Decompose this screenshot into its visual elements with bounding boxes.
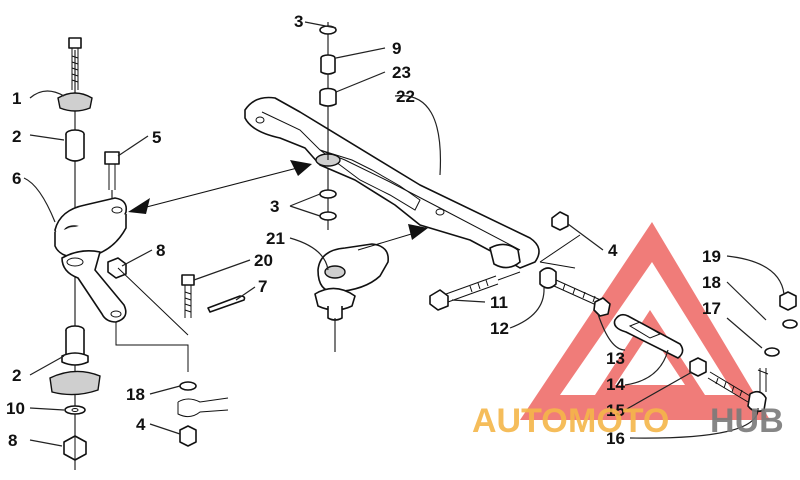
callout-23: 23 bbox=[392, 63, 411, 82]
cushion-lower bbox=[49, 370, 101, 396]
callout-11: 11 bbox=[490, 293, 508, 312]
cotter-pin-7 bbox=[207, 295, 246, 313]
watermark-hub: HUB bbox=[710, 402, 784, 440]
callout-20: 20 bbox=[254, 251, 273, 270]
cushion-1 bbox=[57, 92, 93, 112]
jam-nut-12 bbox=[593, 297, 611, 317]
nut-19 bbox=[779, 291, 797, 311]
washer-10 bbox=[64, 405, 86, 415]
washer-3b bbox=[319, 211, 337, 221]
callout-10: 10 bbox=[6, 399, 25, 418]
stud-17 bbox=[757, 368, 769, 392]
rod-end-16 bbox=[747, 390, 767, 413]
callout-4-left: 4 bbox=[136, 415, 146, 434]
callout-18-right: 18 bbox=[702, 273, 721, 292]
left-bracket-assembly bbox=[49, 37, 189, 470]
bushing-2-bottom bbox=[61, 325, 89, 366]
callout-3-mid: 3 bbox=[270, 197, 279, 216]
callout-16: 16 bbox=[606, 429, 625, 448]
callout-6: 6 bbox=[12, 169, 21, 188]
callout-2-bottom: 2 bbox=[12, 366, 21, 385]
washer-18-left bbox=[179, 381, 197, 391]
lower-arm bbox=[61, 250, 127, 323]
callout-15: 15 bbox=[606, 401, 625, 420]
callout-19: 19 bbox=[702, 247, 721, 266]
nut-8-upper bbox=[107, 257, 127, 279]
bolt-1 bbox=[68, 37, 82, 90]
callout-14: 14 bbox=[606, 375, 625, 394]
callout-1: 1 bbox=[12, 89, 21, 108]
callout-labels: 1 2 2 3 3 4 4 5 6 7 8 8 9 10 11 12 13 14… bbox=[6, 12, 721, 450]
callout-9: 9 bbox=[392, 39, 401, 58]
bolt-20-group bbox=[177, 274, 246, 447]
washer-18-right-b bbox=[782, 319, 798, 329]
rod-end-12 bbox=[539, 267, 557, 289]
callout-7: 7 bbox=[258, 277, 267, 296]
callout-18-left: 18 bbox=[126, 385, 145, 404]
arrows bbox=[128, 160, 428, 251]
callout-8-lower: 8 bbox=[8, 431, 17, 450]
callout-8-upper: 8 bbox=[156, 241, 165, 260]
callout-21: 21 bbox=[266, 229, 285, 248]
spacer-left bbox=[177, 397, 229, 418]
jam-nut-14 bbox=[689, 357, 707, 377]
spacer-9 bbox=[320, 54, 336, 75]
nut-4-right bbox=[551, 211, 569, 231]
washer-3a bbox=[319, 189, 337, 199]
callout-22: 22 bbox=[396, 87, 415, 106]
callout-5: 5 bbox=[152, 128, 161, 147]
callout-3-top: 3 bbox=[294, 12, 303, 31]
bolt-11 bbox=[429, 271, 521, 311]
washer-18-right bbox=[764, 347, 780, 357]
callout-13: 13 bbox=[606, 349, 625, 368]
spacer-23 bbox=[319, 87, 337, 107]
watermark-auto: AUTO bbox=[472, 402, 568, 440]
bushing-2-top bbox=[65, 129, 85, 162]
bolt-5 bbox=[104, 151, 120, 212]
nut-4-left bbox=[179, 425, 197, 447]
callout-17: 17 bbox=[702, 299, 721, 318]
watermark-moto: MOTO bbox=[568, 402, 669, 440]
swivel-plate-21 bbox=[314, 243, 389, 352]
callout-4-right: 4 bbox=[608, 241, 618, 260]
tie-rod-assembly bbox=[539, 211, 798, 413]
watermark-text: AUTO MOTO HUB bbox=[472, 402, 784, 440]
frame-bracket-22 bbox=[244, 22, 540, 269]
leader-lines bbox=[23, 21, 785, 447]
callout-2-top: 2 bbox=[12, 127, 21, 146]
callout-12: 12 bbox=[490, 319, 509, 338]
